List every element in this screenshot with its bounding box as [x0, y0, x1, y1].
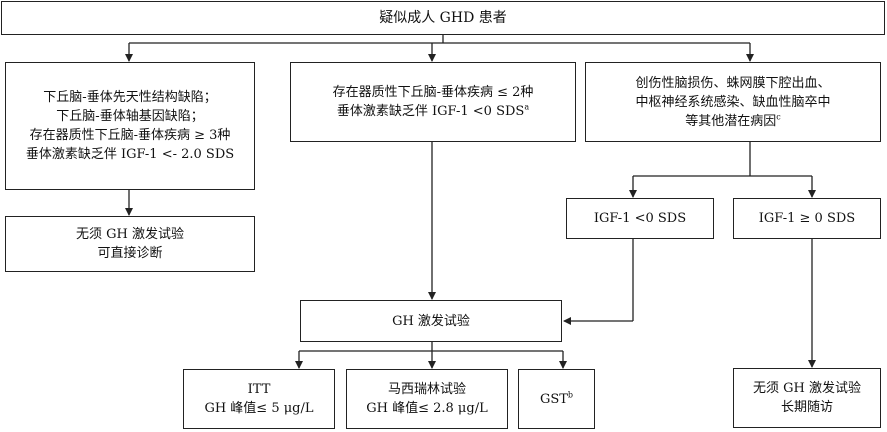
left-criteria-line: 存在器质性下丘脑-垂体疾病 ≥ 3种 [29, 128, 231, 143]
gst-label: GST [539, 391, 568, 407]
right-criteria-text: 等其他潜在病因 [685, 113, 777, 129]
root-node: 疑似成人 GHD 患者 [1, 1, 885, 35]
right-criteria-line: 等其他潜在病因c [685, 112, 781, 131]
gst-node: GSTb [518, 369, 595, 429]
left-criteria-node: 下丘脑-垂体先天性结构缺陷； 下丘脑-垂体轴基因缺陷； 存在器质性下丘脑-垂体疾… [5, 62, 255, 190]
middle-criteria-line: 垂体激素缺乏伴 IGF-1 <0 SDSa [337, 102, 529, 121]
right-criteria-node: 创伤性脑损伤、蛛网膜下腔出血、 中枢神经系统感染、缺血性脑卒中 等其他潜在病因c [585, 62, 881, 142]
right-outcome-line: 无须 GH 激发试验 [753, 381, 861, 396]
macimorelin-node: 马西瑞林试验 GH 峰值≤ 2.8 μg/L [346, 369, 508, 429]
macimorelin-threshold: GH 峰值≤ 2.8 μg/L [366, 401, 488, 416]
left-criteria-line: 下丘脑-垂体轴基因缺陷； [56, 109, 204, 124]
igf-high-node: IGF-1 ≥ 0 SDS [733, 198, 881, 239]
left-outcome-node: 无须 GH 激发试验 可直接诊断 [5, 216, 255, 272]
left-criteria-line: 垂体激素缺乏伴 IGF-1 <- 2.0 SDS [25, 147, 235, 162]
middle-criteria-node: 存在器质性下丘脑-垂体疾病 ≤ 2种 垂体激素缺乏伴 IGF-1 <0 SDSa [290, 62, 576, 142]
right-outcome-node: 无须 GH 激发试验 长期随访 [733, 368, 881, 428]
left-outcome-line: 无须 GH 激发试验 [76, 227, 184, 242]
gh-test-node: GH 激发试验 [300, 300, 562, 342]
gst-line: GSTb [540, 390, 573, 409]
footnote-c: c [776, 112, 781, 122]
itt-title: ITT [247, 382, 271, 397]
middle-criteria-line: 存在器质性下丘脑-垂体疾病 ≤ 2种 [332, 85, 534, 100]
left-outcome-line: 可直接诊断 [97, 246, 163, 261]
itt-node: ITT GH 峰值≤ 5 μg/L [183, 369, 335, 429]
macimorelin-title: 马西瑞林试验 [387, 382, 466, 397]
igf-low-label: IGF-1 <0 SDS [593, 211, 687, 226]
middle-criteria-text: 垂体激素缺乏伴 IGF-1 <0 SDS [336, 104, 525, 119]
right-criteria-line: 中枢神经系统感染、缺血性脑卒中 [635, 94, 831, 110]
root-label: 疑似成人 GHD 患者 [379, 9, 507, 26]
igf-low-node: IGF-1 <0 SDS [566, 198, 714, 239]
right-outcome-line: 长期随访 [780, 400, 833, 415]
right-criteria-line: 创伤性脑损伤、蛛网膜下腔出血、 [635, 75, 831, 91]
left-criteria-line: 下丘脑-垂体先天性结构缺陷； [43, 90, 217, 105]
footnote-b: b [567, 390, 574, 400]
igf-high-label: IGF-1 ≥ 0 SDS [758, 211, 856, 226]
itt-threshold: GH 峰值≤ 5 μg/L [204, 401, 314, 416]
gh-test-label: GH 激发试验 [392, 313, 470, 329]
footnote-a: a [524, 102, 530, 112]
